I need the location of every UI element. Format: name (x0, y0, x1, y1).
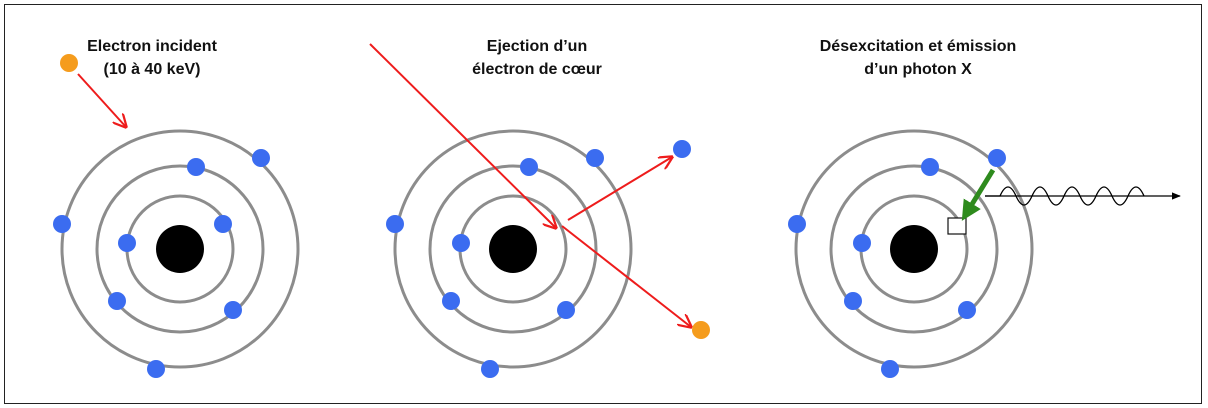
nucleus (489, 225, 537, 273)
electron-dot (921, 158, 939, 176)
incident-electron-dot (60, 54, 78, 72)
transitioning-electron-dot (988, 149, 1006, 167)
ejected-electron-path (568, 157, 672, 220)
atom-2 (386, 131, 631, 378)
electron-transition-arrow (966, 170, 993, 214)
xray-photon-wave-icon (985, 187, 1180, 205)
atom-3 (788, 131, 1032, 378)
electron-dot (586, 149, 604, 167)
ejected-electron-dot (673, 140, 691, 158)
panel-2-title-line-2: électron de cœur (472, 61, 602, 78)
electron-dot (442, 292, 460, 310)
incident-electron-path (78, 74, 126, 127)
panel-incident: Electron incident (10 à 40 keV) (53, 38, 298, 378)
electron-dot (481, 360, 499, 378)
panel-1-title-line-2: (10 à 40 keV) (104, 61, 201, 78)
atom-1 (53, 131, 298, 378)
panel-deexcitation: Désexcitation et émission d’un photon X (788, 38, 1180, 378)
electron-dot (108, 292, 126, 310)
scattered-electron-path (562, 226, 691, 327)
electron-dot (452, 234, 470, 252)
electron-dot (214, 215, 232, 233)
panel-ejection: Ejection d’un électron de cœur (370, 38, 710, 378)
electron-dot (147, 360, 165, 378)
electron-dot (252, 149, 270, 167)
electron-dot (386, 215, 404, 233)
electron-dot (881, 360, 899, 378)
panel-2-title-line-1: Ejection d’un (487, 38, 587, 55)
nucleus (890, 225, 938, 273)
electron-dot (118, 234, 136, 252)
panel-3-title-line-1: Désexcitation et émission (820, 38, 1017, 55)
panel-3-title-line-2: d’un photon X (864, 61, 972, 78)
electron-dot (853, 234, 871, 252)
electron-dot (187, 158, 205, 176)
electron-dot (224, 301, 242, 319)
electron-dot (557, 301, 575, 319)
panel-1-title-line-1: Electron incident (87, 38, 217, 55)
electron-dot (520, 158, 538, 176)
electron-dot (844, 292, 862, 310)
electron-dot (53, 215, 71, 233)
scattered-electron-dot (692, 321, 710, 339)
electron-dot (958, 301, 976, 319)
nucleus (156, 225, 204, 273)
electron-dot (788, 215, 806, 233)
vacancy-square-icon (948, 218, 966, 234)
